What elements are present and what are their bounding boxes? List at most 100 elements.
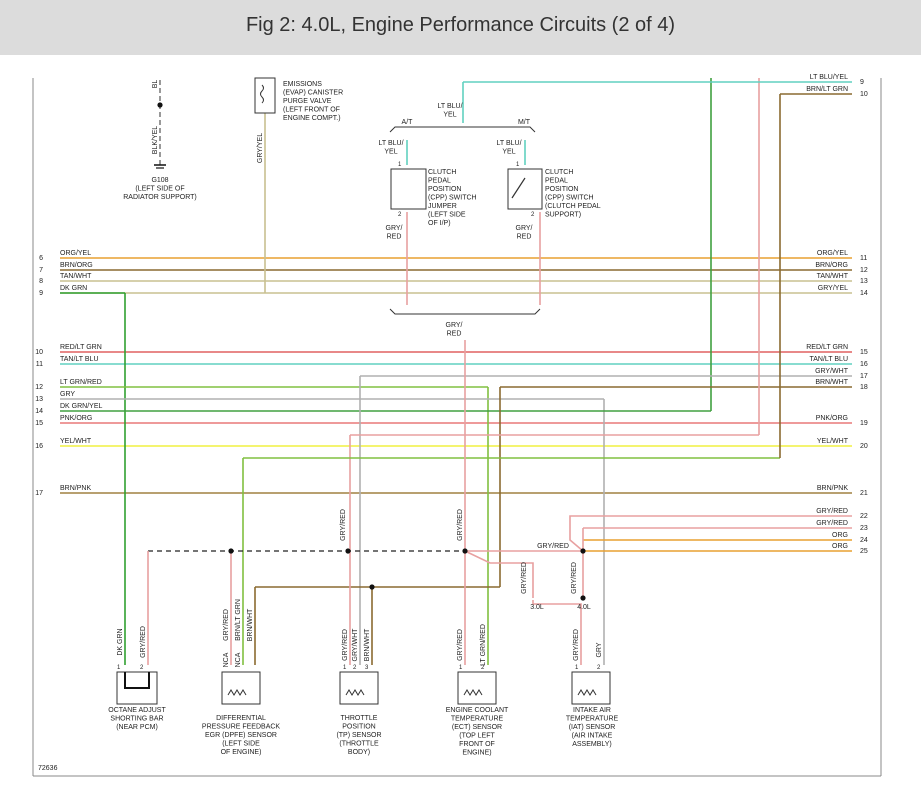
figure-id-label: 72636 [38, 765, 58, 772]
gry-red-left-label-line: GRY/ [386, 225, 403, 232]
left-rail-label: ORG/YEL [60, 250, 91, 257]
left-rail-number: 12 [35, 384, 43, 391]
evap-label-line: EMISSIONS [283, 81, 322, 88]
right-rail-label: BRN/PNK [817, 485, 848, 492]
right-rail-label: BRN/LT GRN [806, 86, 848, 93]
ect-label-line: (ECT) SENSOR [452, 724, 502, 731]
gry-red-left-label-line: RED [387, 234, 402, 241]
right-rail-number: 14 [860, 290, 868, 297]
tp-sensor-box [339, 671, 379, 705]
splice-dot [580, 548, 586, 554]
cpp-switch-label-line: POSITION [545, 186, 578, 193]
splice-dot [462, 548, 468, 554]
left-rail-label: TAN/LT BLU [60, 356, 99, 363]
left-rail-label: LT GRN/RED [60, 379, 102, 386]
right-rail-number: 13 [860, 278, 868, 285]
tp-label-line: (THROTTLE [339, 741, 379, 748]
ect-label-line: ENGINE) [462, 750, 491, 757]
gry-red-merge-label-line: GRY/ [446, 322, 463, 329]
right-rail-number: 15 [860, 349, 868, 356]
ground-wire-label: BLK/YEL [152, 126, 159, 155]
4-0l-label: 4.0L [577, 604, 591, 611]
cpp-jumper-label-line: (LEFT SIDE [428, 212, 466, 219]
dpfe-label-line: DIFFERENTIAL [216, 715, 266, 722]
right-rail-label: BRN/WHT [815, 379, 848, 386]
left-rail-number: 13 [35, 396, 43, 403]
octane-label-line: (NEAR PCM) [116, 724, 158, 731]
right-rail-label: TAN/WHT [817, 273, 849, 280]
dpfe-wire-label: NCA [223, 652, 230, 667]
right-rail-number: 18 [860, 384, 868, 391]
left-rail-number: 7 [39, 267, 43, 274]
cpp-switch-box [507, 168, 543, 210]
left-rail-label: DK GRN [60, 285, 87, 292]
left-rail-label: TAN/WHT [60, 273, 92, 280]
cpp-switch-label-line: (CLUTCH PEDAL [545, 203, 601, 210]
right-rail-label: TAN/LT BLU [809, 356, 848, 363]
bracket-gry-red [389, 308, 541, 315]
pin-label: 1 [398, 162, 402, 168]
cpp-jumper-label-line: CLUTCH [428, 169, 456, 176]
left-rail-label: BRN/ORG [60, 262, 93, 269]
tp-wire-label: GRY/WHT [352, 628, 359, 662]
switch-lever-icon [511, 177, 526, 199]
right-rail-number: 12 [860, 267, 868, 274]
pin-label: 2 [398, 212, 402, 218]
right-rail-label: GRY/RED [816, 508, 848, 515]
cpp-right-wire-label-line: LT BLU/ [496, 140, 521, 147]
left-rail-number: 16 [35, 443, 43, 450]
gry-red-right-label-line: RED [517, 234, 532, 241]
splice-dot [157, 102, 163, 108]
mt-label: M/T [518, 119, 531, 126]
ground-label-line: (LEFT SIDE OF [135, 186, 184, 193]
left-rail-label: RED/LT GRN [60, 344, 102, 351]
cpp-switch-label-line: SUPPORT) [545, 212, 581, 219]
cpp-jumper-label-line: OF I/P) [428, 220, 451, 227]
right-rail-label: GRY/WHT [815, 368, 849, 375]
gry-red-ect-vert-label: GRY/RED [457, 509, 464, 541]
at-label: A/T [402, 119, 414, 126]
ltblu-yel-top-label-line: YEL [443, 112, 456, 119]
gry-red-horiz-label: GRY/RED [537, 543, 569, 550]
octane-label-line: SHORTING BAR [110, 716, 163, 723]
coil-icon [260, 84, 264, 104]
shorting-bar-icon [124, 672, 150, 689]
tp-wire-label: GRY/RED [342, 629, 349, 661]
iat-label-line: (AIR INTAKE [572, 733, 613, 740]
cpp-jumper-box [390, 168, 427, 210]
splice-dot [228, 548, 234, 554]
page-title: Fig 2: 4.0L, Engine Performance Circuits… [245, 14, 676, 36]
gry-red-40-label: GRY/RED [571, 562, 578, 594]
right-rail-number: 16 [860, 361, 868, 368]
left-rail-label: PNK/ORG [60, 415, 92, 422]
left-rail-label: DK GRN/YEL [60, 403, 103, 410]
right-rail-number: 20 [860, 443, 868, 450]
right-rail-label: LT BLU/YEL [810, 74, 848, 81]
left-rail-number: 15 [35, 420, 43, 427]
evap-label-line: PURGE VALVE [283, 98, 332, 105]
cpp-switch-label-line: PEDAL [545, 178, 568, 185]
splice-dot [345, 548, 351, 554]
right-rail-label: BRN/ORG [815, 262, 848, 269]
ect-wire-label: LT GRN/RED [480, 624, 487, 666]
bracket-cpp [389, 126, 536, 133]
gry-red-30-label: GRY/RED [521, 562, 528, 594]
right-rail-label: ORG [832, 543, 848, 550]
left-rail-number: 8 [39, 278, 43, 285]
evap-label-line: ENGINE COMPT.) [283, 115, 341, 122]
pin-label: 1 [459, 665, 463, 671]
ect-wire-label: GRY/RED [457, 629, 464, 661]
left-rail-number: 9 [39, 290, 43, 297]
left-rail-number: 6 [39, 255, 43, 262]
left-rail-label: GRY [60, 391, 75, 398]
iat-wire-label: GRY [596, 642, 603, 657]
right-rail-label: RED/LT GRN [806, 344, 848, 351]
splice-dot [580, 595, 586, 601]
gry-red-merge-label-line: RED [447, 331, 462, 338]
evap-wire-label: GRY/YEL [257, 133, 264, 163]
ect-label-line: (TOP LEFT [459, 733, 495, 740]
right-rail-number: 9 [860, 79, 864, 86]
right-rail-label: GRY/RED [816, 520, 848, 527]
right-rail-label: ORG/YEL [817, 250, 848, 257]
